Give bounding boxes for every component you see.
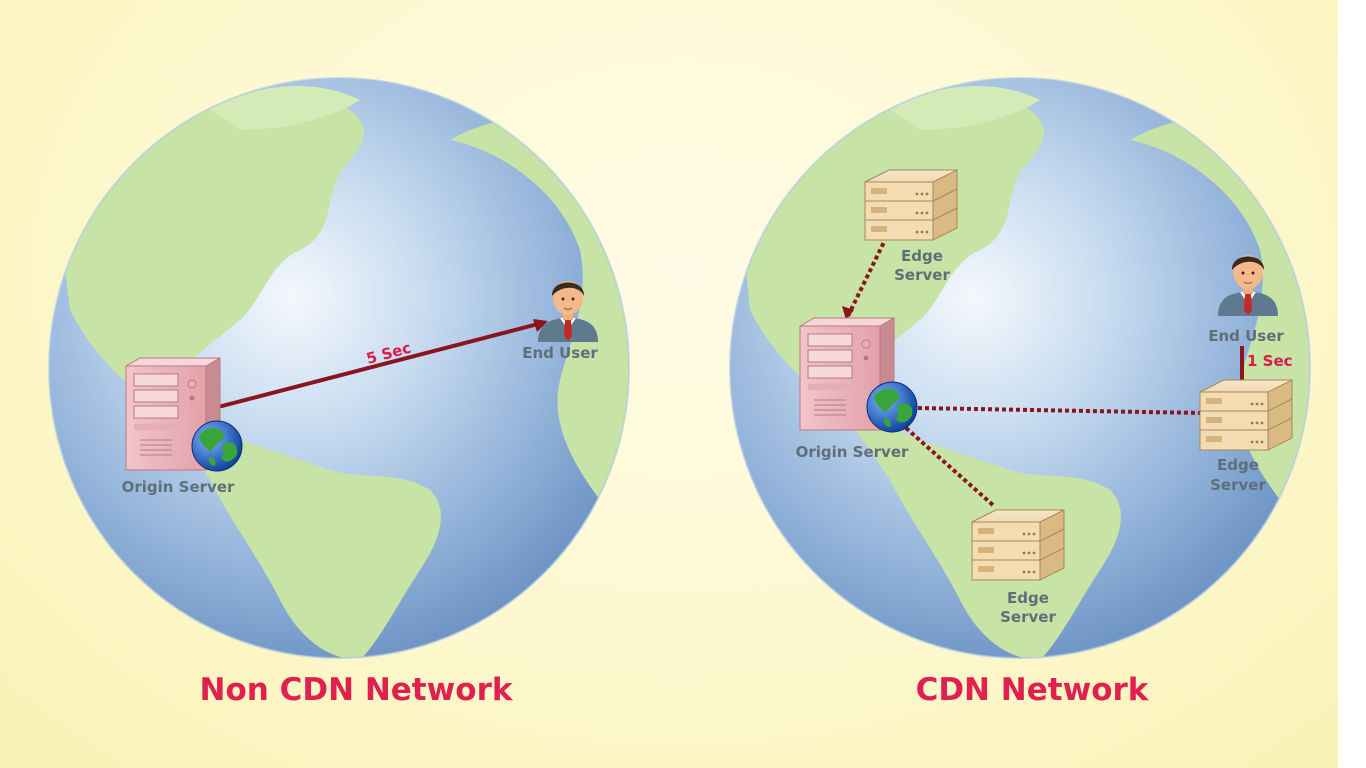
edge-link-top-arrowhead <box>842 306 854 320</box>
non-cdn-network-title: Non CDN Network <box>199 672 513 708</box>
edge-server-label-line2: Server <box>1000 608 1056 626</box>
edge-server-rack-icon <box>864 169 958 241</box>
edge-server-label-line2: Server <box>1210 476 1266 494</box>
edge-server-label-line1: Edge <box>901 247 943 265</box>
origin-server-label: Origin Server <box>122 478 235 496</box>
end-user-label: End User <box>522 344 598 362</box>
edge-link-bottom <box>904 426 996 508</box>
edge-server-rack-icon <box>1199 379 1293 451</box>
cdn-network-panel: 1 Sec Origin Server Edge Server Edge Ser… <box>729 77 1311 659</box>
edge-server-label-line1: Edge <box>1007 589 1049 607</box>
end-user-label: End User <box>1208 327 1284 345</box>
edge-link-right <box>917 406 1203 415</box>
edge-server-label-line2: Server <box>894 266 950 284</box>
latency-label: 1 Sec <box>1247 352 1293 370</box>
origin-server-label: Origin Server <box>796 443 909 461</box>
direct-link-line <box>217 321 543 409</box>
small-globe-icon <box>866 381 918 433</box>
edge-server-rack-icon <box>971 509 1065 581</box>
right-edge-strip <box>1338 0 1366 768</box>
small-globe-icon <box>191 420 243 472</box>
direct-link-arrowhead <box>533 319 548 332</box>
non-cdn-network-panel: 5 Sec Origin Server End User <box>48 77 630 659</box>
cdn-network-title: CDN Network <box>915 672 1149 708</box>
edge-server-label-line1: Edge <box>1217 456 1259 474</box>
